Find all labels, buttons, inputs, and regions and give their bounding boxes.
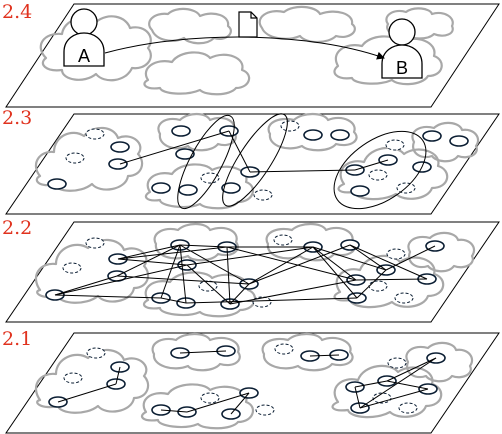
node [200,172,220,184]
node [330,129,350,141]
node [303,129,323,141]
node [422,130,442,142]
node [368,169,388,181]
node [47,178,67,190]
layer-2-4: A B [5,3,500,108]
user-a-icon: A [63,8,105,67]
layer-label-2-2: 2.2 [2,217,33,239]
layer-label-2-4: 2.4 [2,1,33,23]
node [252,296,272,308]
group-ellipse [222,113,288,207]
cloud-2-3-mid [144,163,255,210]
cloud-2-1-mid [140,383,255,430]
group-ellipse [177,114,235,210]
node [200,392,220,404]
node [110,141,130,153]
cloud-2-2-top [153,222,239,262]
node [280,120,300,132]
node [221,182,241,194]
layer-label-2-1: 2.1 [2,328,33,350]
node [175,148,195,160]
node [108,158,128,170]
node [85,237,105,249]
node [350,185,370,197]
cloud-2-4-mid-top [148,7,232,45]
node [63,372,83,384]
layer-2-1 [5,332,500,434]
cloud-2-4-left [39,15,152,82]
cloud-2-3-topright [267,112,358,152]
node [171,125,191,137]
user-b-icon: B [381,18,423,79]
cloud-2-1-topright [261,332,354,372]
node [65,152,85,164]
node [86,347,106,359]
transfer-arrow [104,36,385,60]
document-icon [238,11,258,38]
cloud-2-2-farright [407,231,476,273]
cloud-2-2-left [34,238,150,304]
cloud-2-1-farright [405,341,474,383]
cloud-2-1-left [34,348,150,414]
cloud-2-4-bottom [143,51,251,96]
layer-label-2-3: 2.3 [2,107,33,129]
group-ellipse [333,130,427,210]
node [449,135,469,147]
node [255,404,275,416]
cloud-2-1-top [151,332,241,372]
node [387,357,407,369]
cloud-2-3-farright [411,121,480,163]
cloud-2-1-right [331,364,443,419]
node [394,292,414,304]
node [274,343,294,355]
node [151,182,171,194]
plane-2-4 [5,3,500,108]
node [273,234,293,246]
user-b-label: B [396,58,408,78]
plane-2-3 [5,113,500,215]
node [178,184,198,196]
node [398,402,418,414]
layer-2-3 [5,112,500,215]
cloud-2-4-right-top [258,5,356,44]
node [253,189,273,201]
cloud-2-4-right [333,35,443,86]
layer-2-2 [5,221,500,323]
node [385,139,405,151]
node [62,262,82,274]
node [386,248,406,260]
user-a-label: A [78,46,90,66]
node [85,128,105,140]
mesh-edges [54,244,436,305]
node [368,280,388,292]
